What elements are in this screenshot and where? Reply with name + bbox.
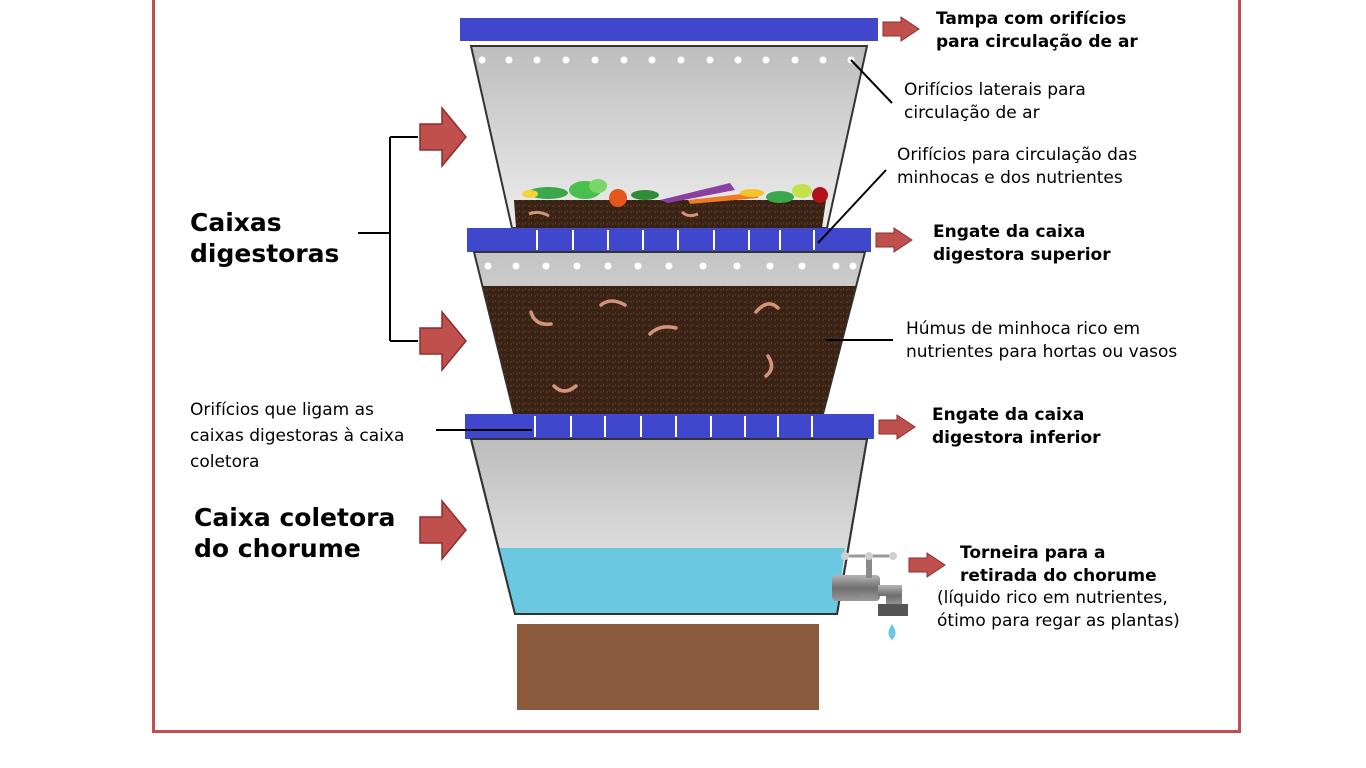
digester-bracket <box>358 136 418 342</box>
worm-holes-leader <box>817 169 887 244</box>
tap-icon <box>832 552 908 640</box>
base-stand <box>517 624 819 710</box>
upper-coupling-arrow-icon <box>875 227 913 253</box>
diagram-frame <box>152 0 1241 733</box>
tap-note: (líquido rico em nutrientes,ótimo para r… <box>937 588 1180 631</box>
earthworms <box>529 299 780 393</box>
lower-coupling-band <box>465 414 874 439</box>
side-holes-leader <box>850 59 893 104</box>
upper-compost-soil <box>514 200 826 228</box>
humus-soil <box>483 286 856 414</box>
lid <box>460 18 878 41</box>
lower-digester-arrow-icon <box>419 311 467 371</box>
upper-side-holes <box>478 56 855 64</box>
food-scraps <box>522 179 828 218</box>
middle-side-holes <box>484 262 857 270</box>
lid-arrow-icon <box>882 16 920 42</box>
collector-arrow-icon <box>419 500 467 560</box>
upper-coupling-band <box>467 228 871 252</box>
upper-digester-arrow-icon <box>419 107 467 167</box>
tap-arrow-icon <box>908 552 946 578</box>
lower-coupling-arrow-icon <box>878 414 916 440</box>
leachate-liquid <box>497 548 845 614</box>
